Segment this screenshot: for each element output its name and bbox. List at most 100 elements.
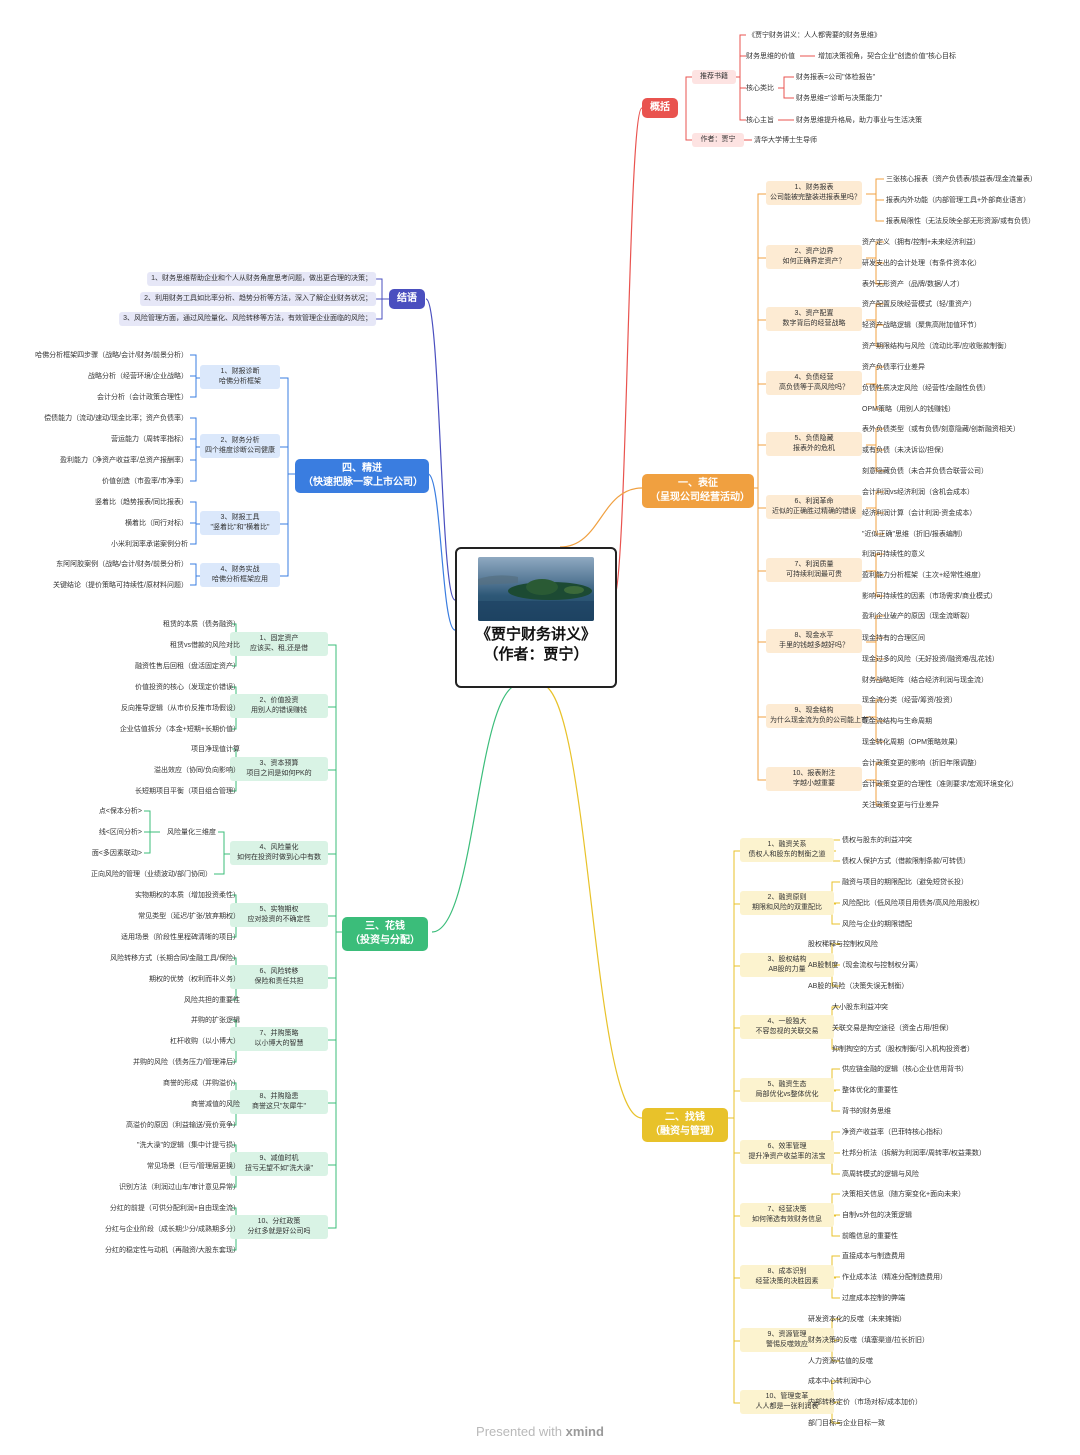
biaozheng-leaf: 利润可持续性的意义 xyxy=(862,551,925,558)
huaqian-leaf: 商誉减值的风险 xyxy=(191,1101,240,1108)
huaqian-leaf: 反向推导逻辑（从市价反推市场假设） xyxy=(121,705,240,712)
biaozheng-leaf: 研发支出的会计处理（有条件资本化） xyxy=(862,260,981,267)
huaqian-leaf: 期权的优势（权利而非义务） xyxy=(149,976,240,983)
huaqian-leaf: 分红的稳定性与动机（再融资/大股东套现） xyxy=(105,1247,240,1254)
zhaoqian-subtopic[interactable]: 2、融资原则期限和风险的双重配比 xyxy=(740,891,834,915)
subtopic-title: 3、股权结构 xyxy=(767,956,807,963)
biaozheng-subtopic[interactable]: 5、负债隐藏报表外的危机 xyxy=(766,432,862,456)
subtopic-subtitle: 商誉这只"灰犀牛" xyxy=(252,1103,306,1110)
zhaoqian-subtopic[interactable]: 8、成本识别经营决策的决胜因素 xyxy=(740,1265,834,1289)
biaozheng-subtopic[interactable]: 2、资产边界如何正确界定资产？ xyxy=(766,245,862,269)
connector-line xyxy=(724,903,740,1119)
zhaoqian-leaf: 成本中心转利润中心 xyxy=(808,1378,871,1385)
subtopic-subtitle: 字越小越重要 xyxy=(793,780,835,787)
jingjin-subtopic[interactable]: 2、财务分析四个维度诊断公司健康 xyxy=(200,434,280,458)
connector-line xyxy=(748,487,766,643)
central-topic[interactable]: 《贾宁财务讲义》 （作者：贾宁） xyxy=(455,547,617,688)
connector-line xyxy=(724,1027,740,1119)
jingjin-leaf: 战略分析（经营环境/企业战略） xyxy=(88,373,188,380)
conclusion-node-label: 结语 xyxy=(397,293,417,304)
subtopic-title: 4、一股独大 xyxy=(767,1018,807,1025)
biaozheng-subtopic[interactable]: 7、利润质量可持续利润最可贵 xyxy=(766,558,862,582)
zhaoqian-leaf: AB股制度（现金流权与控制权分离） xyxy=(808,962,923,969)
connector-line xyxy=(328,706,342,933)
conclusion-item[interactable]: 3、风险管理方面，通过风险量化、风险转移等方法，有效管理企业面临的风险； xyxy=(119,312,376,326)
zhaoqian-subtopic[interactable]: 7、经营决策如何筛选有效财务信息 xyxy=(740,1203,834,1227)
huaqian-subtopic[interactable]: 4、风险量化如何在投资时做到心中有数 xyxy=(230,841,328,865)
huaqian-leaf: 面<多因素联动> xyxy=(91,850,142,857)
zhaoqian-subtopic[interactable]: 5、融资生态局部优化vs整体优化 xyxy=(740,1078,834,1102)
huaqian-subtopic[interactable]: 5、实物期权应对投资的不确定性 xyxy=(230,903,328,927)
subtopic-title: 1、融资关系 xyxy=(767,841,807,848)
biaozheng-leaf: 财务战略矩阵（结合经济利润与现金流） xyxy=(862,677,988,684)
biaozheng-subtopic[interactable]: 10、报表附注字越小越重要 xyxy=(766,767,862,791)
huaqian-subtopic[interactable]: 9、减值时机扭亏无望不如"洗大澡" xyxy=(230,1152,328,1176)
subtopic-subtitle: 高负债等于高风险吗？ xyxy=(779,384,849,391)
biaozheng-leaf: 现金流结构与生命周期 xyxy=(862,718,932,725)
huaqian-leaf: 点<保本分析> xyxy=(98,808,142,815)
huaqian-leaf: 分红与企业阶段（成长期少分/成熟期多分） xyxy=(105,1226,240,1233)
subtopic-title: 2、资产边界 xyxy=(794,248,834,255)
zhaoqian-leaf: 作业成本法（精准分配制造费用） xyxy=(842,1274,947,1281)
biaozheng-subtopic[interactable]: 1、财务报表公司能被完整装进报表里吗？ xyxy=(766,181,862,205)
zhaoqian-subtopic[interactable]: 9、资源管理警惕反噬效应 xyxy=(740,1328,834,1352)
huaqian-leaf: 正向风险的管理（业绩波动/部门协同） xyxy=(91,871,212,878)
connector-line xyxy=(328,644,342,933)
jingjin-leaf: 关键结论（提价策略可持续性/原材料问题） xyxy=(53,582,188,589)
zhaoqian-subtopic[interactable]: 1、融资关系债权人和股东的制衡之道 xyxy=(740,838,834,862)
huaqian-subtopic[interactable]: 10、分红政策分红多就是好公司吗 xyxy=(230,1215,328,1239)
zhaoqian-subtopic[interactable]: 6、效率管理提升净资产收益率的法宝 xyxy=(740,1140,834,1164)
subtopic-subtitle: 四个维度诊断公司健康 xyxy=(205,447,275,454)
biaozheng-subtopic[interactable]: 4、负债经营高负债等于高风险吗？ xyxy=(766,371,862,395)
huaqian-subtopic[interactable]: 7、并购策略以小博大的智慧 xyxy=(230,1027,328,1051)
conclusion-item[interactable]: 2、利用财务工具如比率分析、趋势分析等方法，深入了解企业财务状况； xyxy=(140,292,376,306)
huaqian-leaf: 项目净现值计算 xyxy=(191,746,240,753)
jingjin-subtopic[interactable]: 1、财报诊断哈佛分析框架 xyxy=(200,365,280,389)
zhaoqian-node[interactable]: 二、找钱（融资与管理） xyxy=(642,1108,728,1142)
jingjin-leaf: 营运能力（周转率指标） xyxy=(111,436,188,443)
zhaoqian-subtopic[interactable]: 4、一股独大不容忽视的关联交易 xyxy=(740,1015,834,1039)
connector-line xyxy=(866,641,884,681)
overview-node[interactable]: 概括 xyxy=(642,98,678,118)
subtopic-subtitle: 扭亏无望不如"洗大澡" xyxy=(245,1165,313,1172)
overview-theme: 核心主旨 xyxy=(746,117,774,124)
biaozheng-subtopic[interactable]: 9、现金结构为什么现金流为负的公司能上市？ xyxy=(766,704,875,728)
subtopic-subtitle: 如何正确界定资产？ xyxy=(782,258,846,265)
conclusion-node[interactable]: 结语 xyxy=(389,289,425,309)
biaozheng-subtopic[interactable]: 6、利润革命近似的正确胜过精确的错误 xyxy=(766,495,862,519)
huaqian-node[interactable]: 三、花钱（投资与分配） xyxy=(342,917,428,951)
huaqian-subtopic[interactable]: 8、并购隐患商誉这只"灰犀牛" xyxy=(230,1090,328,1114)
biaozheng-leaf: 轻资产战略逻辑（聚焦高附加值环节） xyxy=(862,322,981,329)
huaqian-subtopic[interactable]: 6、风险转移保险和责任共担 xyxy=(230,965,328,989)
watermark-brand: xmind xyxy=(565,1424,604,1439)
connector-line xyxy=(328,931,342,979)
branch-curve xyxy=(427,473,456,631)
biaozheng-subtopic[interactable]: 3、资产配置数字背后的经营战略 xyxy=(766,307,862,331)
jingjin-node[interactable]: 四、精进（快速把脉一家上市公司） xyxy=(295,459,429,493)
overview-book[interactable]: 推荐书籍 xyxy=(692,70,736,84)
conclusion-item[interactable]: 1、财务思维帮助企业和个人从财务角度思考问题，做出更合理的决策； xyxy=(147,272,376,286)
zhaoqian-leaf: 股权稀释与控制权风险 xyxy=(808,941,878,948)
huaqian-subtopic[interactable]: 2、价值投资用别人的错误赚钱 xyxy=(230,694,328,718)
huaqian-subtopic[interactable]: 3、资本预算项目之间是如何PK的 xyxy=(230,757,328,781)
zhaoqian-leaf: 净资产收益率（巴菲特核心指标） xyxy=(842,1129,947,1136)
subtopic-title: 5、融资生态 xyxy=(767,1081,807,1088)
subtopic-title: 8、并购隐患 xyxy=(259,1093,299,1100)
biaozheng-leaf: 负债性质决定风险（经营性/金融性负债） xyxy=(862,385,990,392)
biaozheng-leaf: "近似正确"思维（折旧/报表编制） xyxy=(862,531,967,538)
overview-author[interactable]: 作者：贾宁 xyxy=(692,133,744,147)
subtopic-subtitle: 经营决策的决胜因素 xyxy=(755,1278,819,1285)
subtopic-title: 10、分红政策 xyxy=(257,1218,301,1225)
biaozheng-leaf: 现金过多的风险（无好投资/融资难/乱花钱） xyxy=(862,656,999,663)
connector-line xyxy=(724,1117,740,1279)
biaozheng-node[interactable]: 一、表征（呈现公司经营活动） xyxy=(642,474,754,508)
jingjin-subtopic[interactable]: 3、财报工具"竖着比"和"横着比" xyxy=(200,511,280,535)
biaozheng-subtopic[interactable]: 8、现金水平手里的钱越多越好吗？ xyxy=(766,629,862,653)
jingjin-subtopic[interactable]: 4、财务实战哈佛分析框架应用 xyxy=(200,563,280,587)
zhaoqian-subtopic[interactable]: 10、管理变革人人都是一张利润表 xyxy=(740,1390,834,1414)
huaqian-subtopic[interactable]: 1、固定资产应该买、租,还是借 xyxy=(230,632,328,656)
biaozheng-leaf: 刻意隐藏负债（未合并负债合联营公司） xyxy=(862,468,988,475)
overview-node-label: 概括 xyxy=(650,102,670,113)
subtopic-subtitle: 人人都是一张利润表 xyxy=(755,1403,819,1410)
